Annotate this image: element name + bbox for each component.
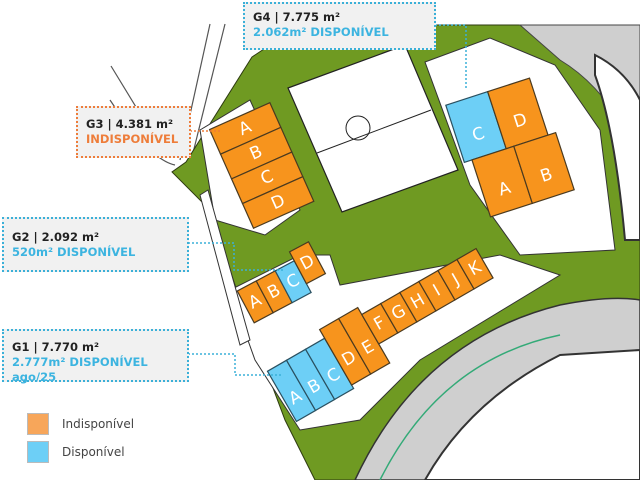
g4-title: G4 | 7.775 m²	[253, 10, 341, 24]
g1-title: G1 | 7.770 m²	[12, 340, 100, 354]
track-line	[379, 334, 561, 480]
g1-unit-k[interactable]	[456, 247, 494, 290]
g4-unit-label: D	[511, 109, 530, 132]
side-path	[199, 189, 251, 346]
stadium-inner	[423, 348, 640, 480]
callout-g4: G4 | 7.775 m² 2.062m² DISPONÍVEL	[243, 2, 436, 50]
legend-swatch-orange	[27, 413, 49, 435]
callout-g2: G2 | 2.092 m² 520m² DISPONÍVEL	[2, 217, 189, 272]
g4-status: 2.062m² DISPONÍVEL	[253, 25, 389, 39]
g1-status: 2.777m² DISPONÍVEL ago/25	[12, 355, 148, 384]
g4-unit-b[interactable]	[513, 131, 575, 205]
legend-swatch-blue	[27, 441, 49, 463]
g2-status: 520m² DISPONÍVEL	[12, 245, 136, 259]
legend-label: Disponível	[62, 445, 125, 459]
football-pitch	[287, 44, 459, 213]
g2-title: G2 | 2.092 m²	[12, 230, 100, 244]
g2-unit-d[interactable]	[288, 241, 327, 285]
g3-title: G3 | 4.381 m²	[86, 117, 174, 131]
callout-g1: G1 | 7.770 m² 2.777m² DISPONÍVEL ago/25	[2, 329, 189, 384]
g3-status: INDISPONÍVEL	[86, 132, 179, 146]
g4-unit-label: C	[470, 123, 487, 146]
legend-label: Indisponível	[62, 417, 135, 431]
callout-g3: G3 | 4.381 m² INDISPONÍVEL	[76, 106, 191, 158]
legend-unavailable: Indisponível	[27, 413, 134, 435]
legend-available: Disponível	[27, 441, 125, 463]
parking-top-right	[594, 53, 640, 241]
leader-lines	[188, 24, 467, 376]
g3-unit-d[interactable]	[241, 175, 315, 230]
